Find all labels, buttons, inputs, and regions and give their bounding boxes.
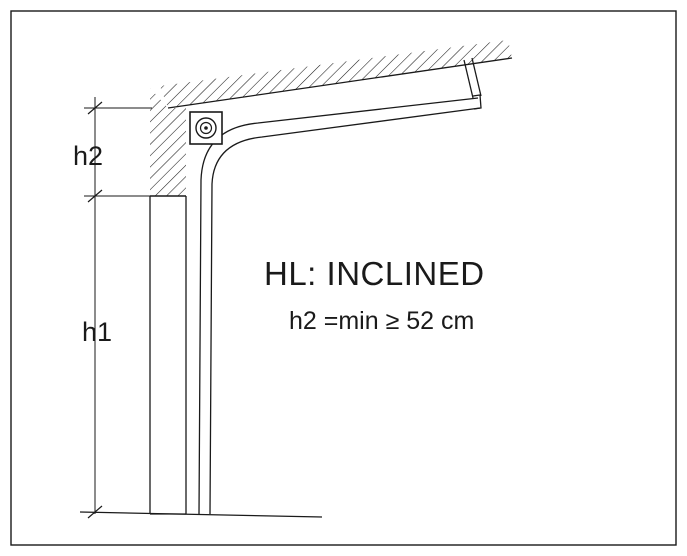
track-end-bracket-right [471,57,482,97]
diagram-title: HL: INCLINED [264,255,485,292]
floor-line [79,511,323,518]
h2-label: h2 [73,141,104,171]
track-end-cap [472,94,482,110]
shaft-ring [199,121,213,135]
track-inner-line [209,107,481,515]
spring-shaft-icon [195,117,217,139]
ceiling-line [167,57,513,109]
track-end-bracket-left [463,59,474,99]
track-outer-line [198,97,479,515]
dimension-tick-top [87,101,103,115]
shaft-center [204,126,208,130]
dimension-tick-mid [87,189,103,203]
h1-label: h1 [82,317,113,347]
dimension-tick-bottom [87,505,103,519]
lintel-hatching [150,88,186,196]
ceiling-hatching [160,40,512,108]
min-height-requirement: h2 =min ≥ 52 cm [289,307,475,335]
drawing-border [10,10,677,546]
